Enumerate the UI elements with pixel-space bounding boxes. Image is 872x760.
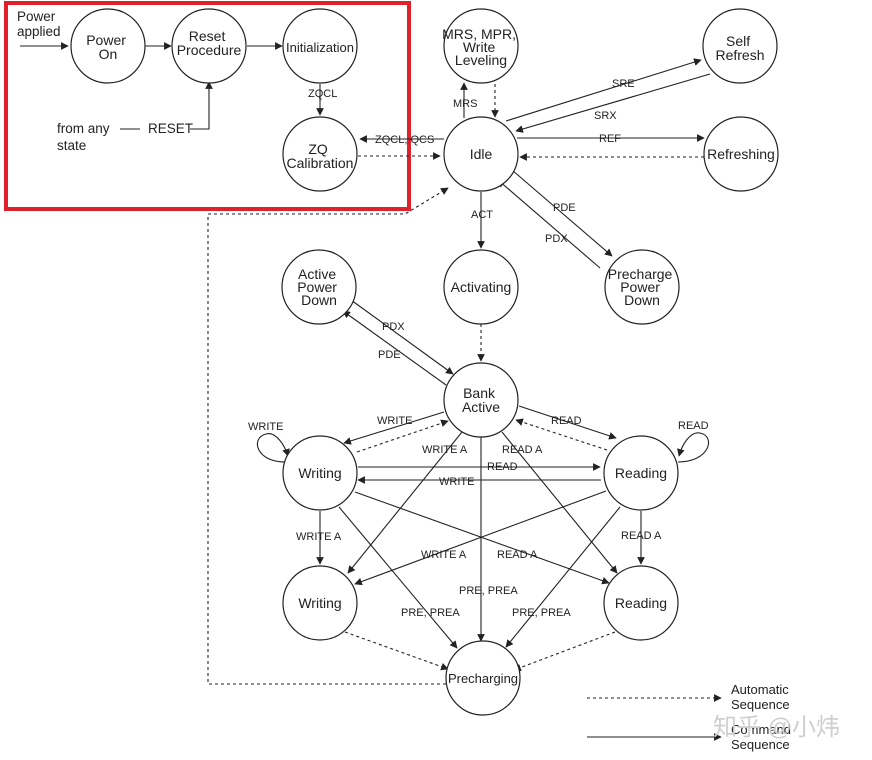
edge-label-sre: SRE [612,78,635,90]
label-initialization: Initialization [286,40,354,55]
state-writing [282,435,358,511]
edge-label-write-a-cross: WRITE A [421,549,467,561]
state-initialization [282,8,358,84]
label-reading: Reading [615,465,667,481]
label-bank-active: Bank Active [462,385,500,415]
label-power-on: Power On [86,32,130,62]
label-reset-procedure: Reset Procedure [177,28,242,58]
label-mrs: MRS, MPR, Write Leveling [442,26,520,68]
edge-apd-bank [350,299,454,375]
label-reading-ap: Reading [615,595,667,611]
edge-label-read-a-cross: READ A [497,549,538,561]
edge-writingap-precharging [344,631,449,671]
edge-bank-readingap [501,431,618,574]
edge-idle-ppd [511,169,613,257]
from-any-state-label: from any state [57,121,113,153]
state-self-refresh [702,8,778,84]
edge-reset-line [190,81,213,130]
edge-bank-writingap [347,431,463,574]
edge-reading-precharging [505,506,621,648]
edges [20,42,722,741]
edge-reading-loop [677,432,710,463]
reset-label: RESET [148,121,193,136]
state-refreshing [703,116,779,192]
edge-label-pre-prea-left: PRE, PREA [401,607,460,619]
edge-selfrefresh-idle [515,73,711,133]
edge-precharging-idle [207,187,449,685]
legend-command-label: Command Sequence [731,722,795,752]
label-self-refresh: Self Refresh [715,33,764,63]
edge-ppd-idle [497,179,601,269]
label-writing: Writing [298,465,341,481]
state-reset-procedure [171,8,247,84]
edge-label-write-loop: WRITE [248,421,283,433]
edge-label-read-loop: READ [678,420,709,432]
state-labels: Power On Reset Procedure Initialization … [86,26,775,686]
edge-writing-bank [356,419,449,453]
label-precharge-power-down: Precharge Power Down [608,266,676,308]
state-zq-calibration [282,116,358,192]
edge-label-mrs: MRS [453,98,477,110]
label-active-power-down: Active Power Down [297,266,341,308]
power-applied-label: Power applied [17,9,61,39]
edge-label-pre-prea-center: PRE, PREA [459,585,518,597]
label-activating: Activating [451,279,512,295]
edge-label-ref: REF [599,133,621,145]
label-idle: Idle [470,146,493,162]
free-text: Power applied from any state RESET [17,9,193,153]
state-writing-ap [282,565,358,641]
edge-writing-loop [256,433,290,463]
edge-label-write-bank: WRITE [377,415,412,427]
states [70,8,779,716]
edge-bank-reading [518,405,617,440]
edge-reading-writingap [354,490,607,586]
edge-label-read-a-right: READ A [621,530,662,542]
legend-automatic-label: Automatic Sequence [731,682,792,712]
state-reading [603,435,679,511]
edge-label-write-cross: WRITE [439,476,474,488]
label-writing-ap: Writing [298,595,341,611]
watermark: 知乎 @小炜 [713,714,840,741]
state-reading-ap [603,565,679,641]
edge-label-write-a-left: WRITE A [296,531,342,543]
label-precharging: Precharging [448,671,518,686]
state-power-on [70,8,146,84]
edge-label-pde-idle: PDE [553,202,576,214]
edge-label-read-cross: READ [487,461,518,473]
edge-label-zqcl-qcs: ZQCL, QCS [375,134,434,146]
edge-bank-apd [342,310,447,386]
edge-label-read-bank: READ [551,415,582,427]
edge-reading-bank [515,418,608,451]
edge-readingap-precharging [513,631,616,672]
edge-label-srx: SRX [594,110,617,122]
highlight-box [4,1,411,211]
label-refreshing: Refreshing [707,146,775,162]
edge-label-pdx-idle: PDX [545,233,568,245]
edge-bank-writing [343,411,445,445]
edge-label-pdx-bank: PDX [382,321,405,333]
edge-labels: ZQCL ZQCL, QCS MRS SRE SRX REF PDE PDX A… [248,78,709,619]
edge-label-read-a-bank: READ A [502,444,543,456]
edge-label-write-a-bank: WRITE A [422,444,468,456]
legend: Automatic Sequence Command Sequence [731,682,795,752]
edge-label-pre-prea-right: PRE, PREA [512,607,571,619]
state-mrs [443,8,519,84]
edge-label-pde-bank: PDE [378,349,401,361]
state-precharge-power-down [604,249,680,325]
label-zq-calibration: ZQ Calibration [287,141,354,171]
edge-label-act: ACT [471,209,493,221]
state-active-power-down [281,249,357,325]
edge-idle-selfrefresh [505,58,702,122]
state-precharging [445,640,521,716]
edge-label-zqcl: ZQCL [308,88,337,100]
state-bank-active [443,362,519,438]
state-activating [443,249,519,325]
state-idle [443,116,519,192]
edge-writing-precharging [338,506,458,649]
